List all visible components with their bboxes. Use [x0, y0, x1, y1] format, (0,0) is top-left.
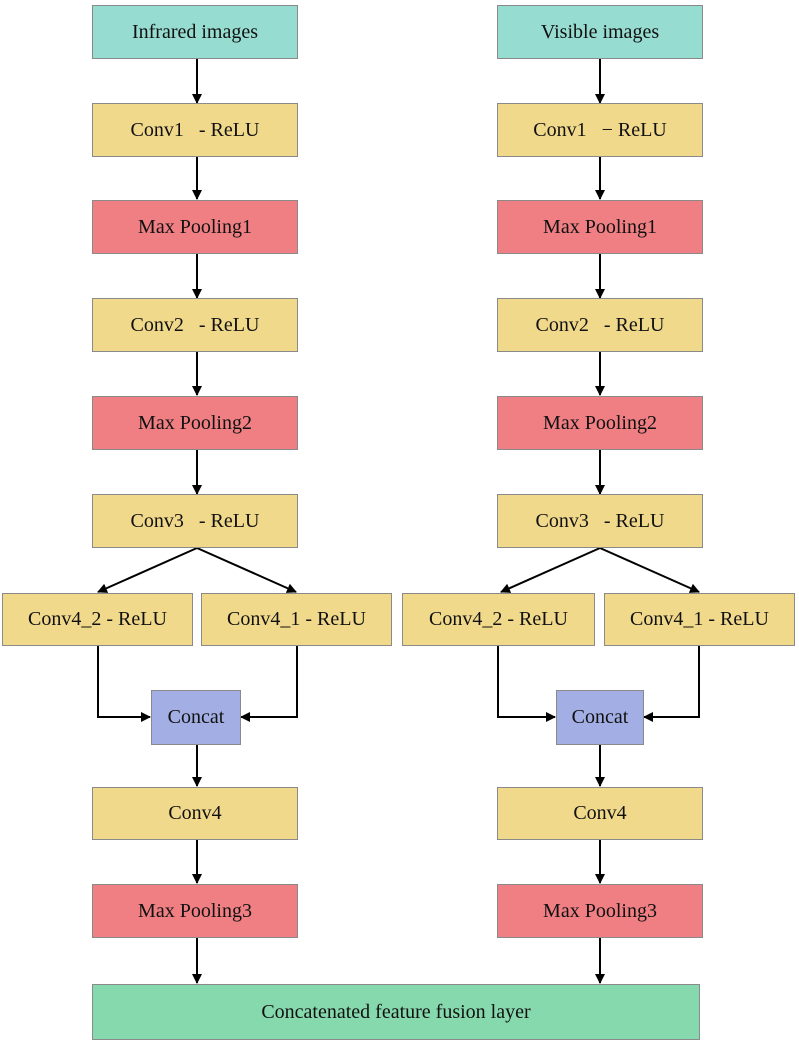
- arrow-vis-conv4-2-to-concat: [497, 646, 556, 722]
- ir-conv2-node: Conv2 - ReLU: [92, 298, 298, 352]
- concatenated-feature-fusion-layer-node: Concatenated feature fusion layer: [92, 984, 700, 1040]
- ir-concat-node: Concat: [151, 690, 241, 745]
- ir-conv4-2-node: Conv4_2 - ReLU: [2, 593, 193, 646]
- ir-max-pooling1-node: Max Pooling1: [92, 200, 298, 254]
- vis-conv2-node: Conv2 - ReLU: [497, 298, 703, 352]
- ir-conv1-node: Conv1 - ReLU: [92, 103, 298, 157]
- vis-max-pooling1-node: Max Pooling1: [497, 200, 703, 254]
- arrow-ir-conv3-to-conv4-1: [196, 547, 297, 593]
- arrow-vis-conv4-1-to-concat: [643, 646, 700, 722]
- ir-conv4-1-node: Conv4_1 - ReLU: [201, 593, 392, 646]
- arrow-ir-conv3-to-conv4-2: [97, 547, 198, 593]
- arrow-ir-conv4-1-to-concat: [240, 646, 298, 722]
- ir-max-pooling3-node: Max Pooling3: [92, 884, 298, 938]
- arrow-vis-conv3-to-conv4-1: [599, 547, 700, 593]
- vis-max-pooling2-node: Max Pooling2: [497, 396, 703, 450]
- ir-conv3-node: Conv3 - ReLU: [92, 494, 298, 548]
- vis-conv3-node: Conv3 - ReLU: [497, 494, 703, 548]
- visible-input-node: Visible images: [497, 5, 703, 59]
- ir-conv4-node: Conv4: [92, 787, 298, 840]
- vis-max-pooling3-node: Max Pooling3: [497, 884, 703, 938]
- arrow-vis-conv3-to-conv4-2: [500, 547, 601, 593]
- vis-conv1-node: Conv1 − ReLU: [497, 103, 703, 157]
- vis-conv4-node: Conv4: [497, 787, 703, 840]
- vis-conv4-2-node: Conv4_2 - ReLU: [402, 593, 595, 646]
- arrow-ir-conv4-2-to-concat: [97, 646, 151, 722]
- vis-concat-node: Concat: [556, 690, 644, 745]
- infrared-input-node: Infrared images: [92, 5, 298, 59]
- vis-conv4-1-node: Conv4_1 - ReLU: [604, 593, 795, 646]
- ir-max-pooling2-node: Max Pooling2: [92, 396, 298, 450]
